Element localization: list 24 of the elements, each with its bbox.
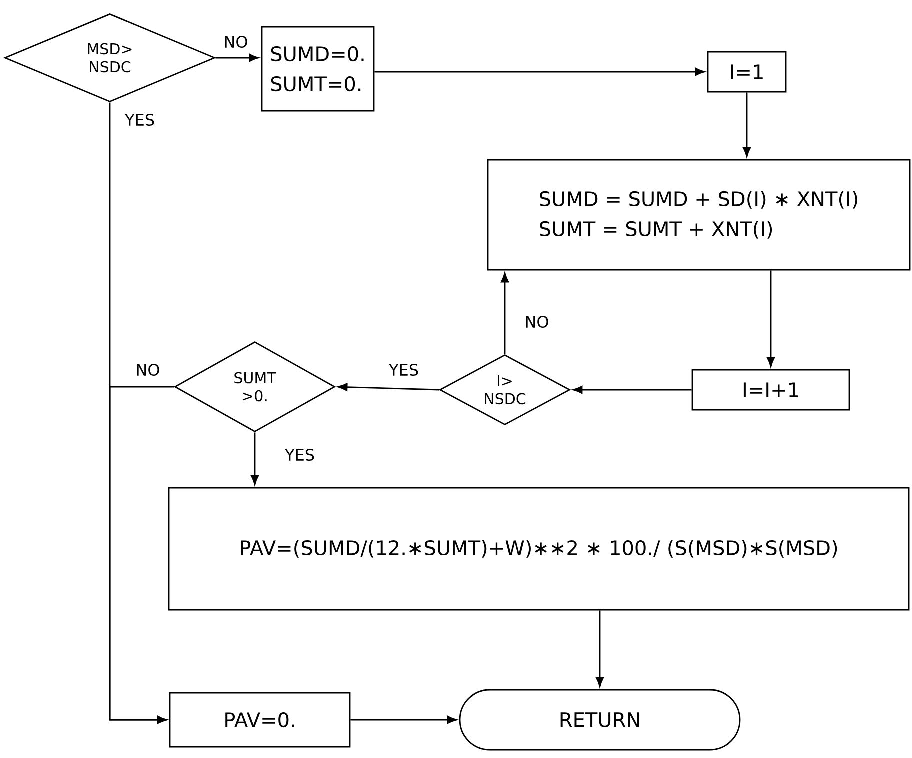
arrow bbox=[596, 610, 604, 688]
edge-label: NO bbox=[222, 34, 250, 50]
process-box: I=1 bbox=[707, 51, 787, 93]
arrow bbox=[743, 92, 751, 158]
process-box: PAV=(SUMD/(12.∗SUMT)+W)∗∗2 ∗ 100./ (S(MSD)∗S(MSD) bbox=[168, 487, 910, 611]
process-box: SUMD=0. SUMT=0. bbox=[261, 26, 375, 112]
terminal-box: RETURN bbox=[459, 689, 741, 751]
edge-label: NO bbox=[134, 362, 162, 378]
arrow bbox=[216, 54, 260, 62]
arrow bbox=[767, 270, 775, 368]
process-box: I=I+1 bbox=[692, 369, 850, 411]
arrow bbox=[374, 68, 706, 76]
process-box: SUMD = SUMD + SD(I) ∗ XNT(I) SUMT = SUMT + XNT(I) bbox=[487, 159, 911, 271]
edge-label: YES bbox=[284, 448, 316, 462]
arrow bbox=[109, 102, 168, 724]
edge-label: YES bbox=[388, 362, 420, 378]
edge-label: YES bbox=[124, 112, 156, 128]
process-box: PAV=0. bbox=[169, 692, 351, 748]
arrow bbox=[251, 432, 259, 486]
arrow bbox=[338, 383, 440, 392]
arrow bbox=[572, 386, 692, 394]
arrow bbox=[350, 716, 458, 724]
arrow bbox=[501, 272, 509, 354]
edge-label: NO bbox=[524, 314, 550, 330]
